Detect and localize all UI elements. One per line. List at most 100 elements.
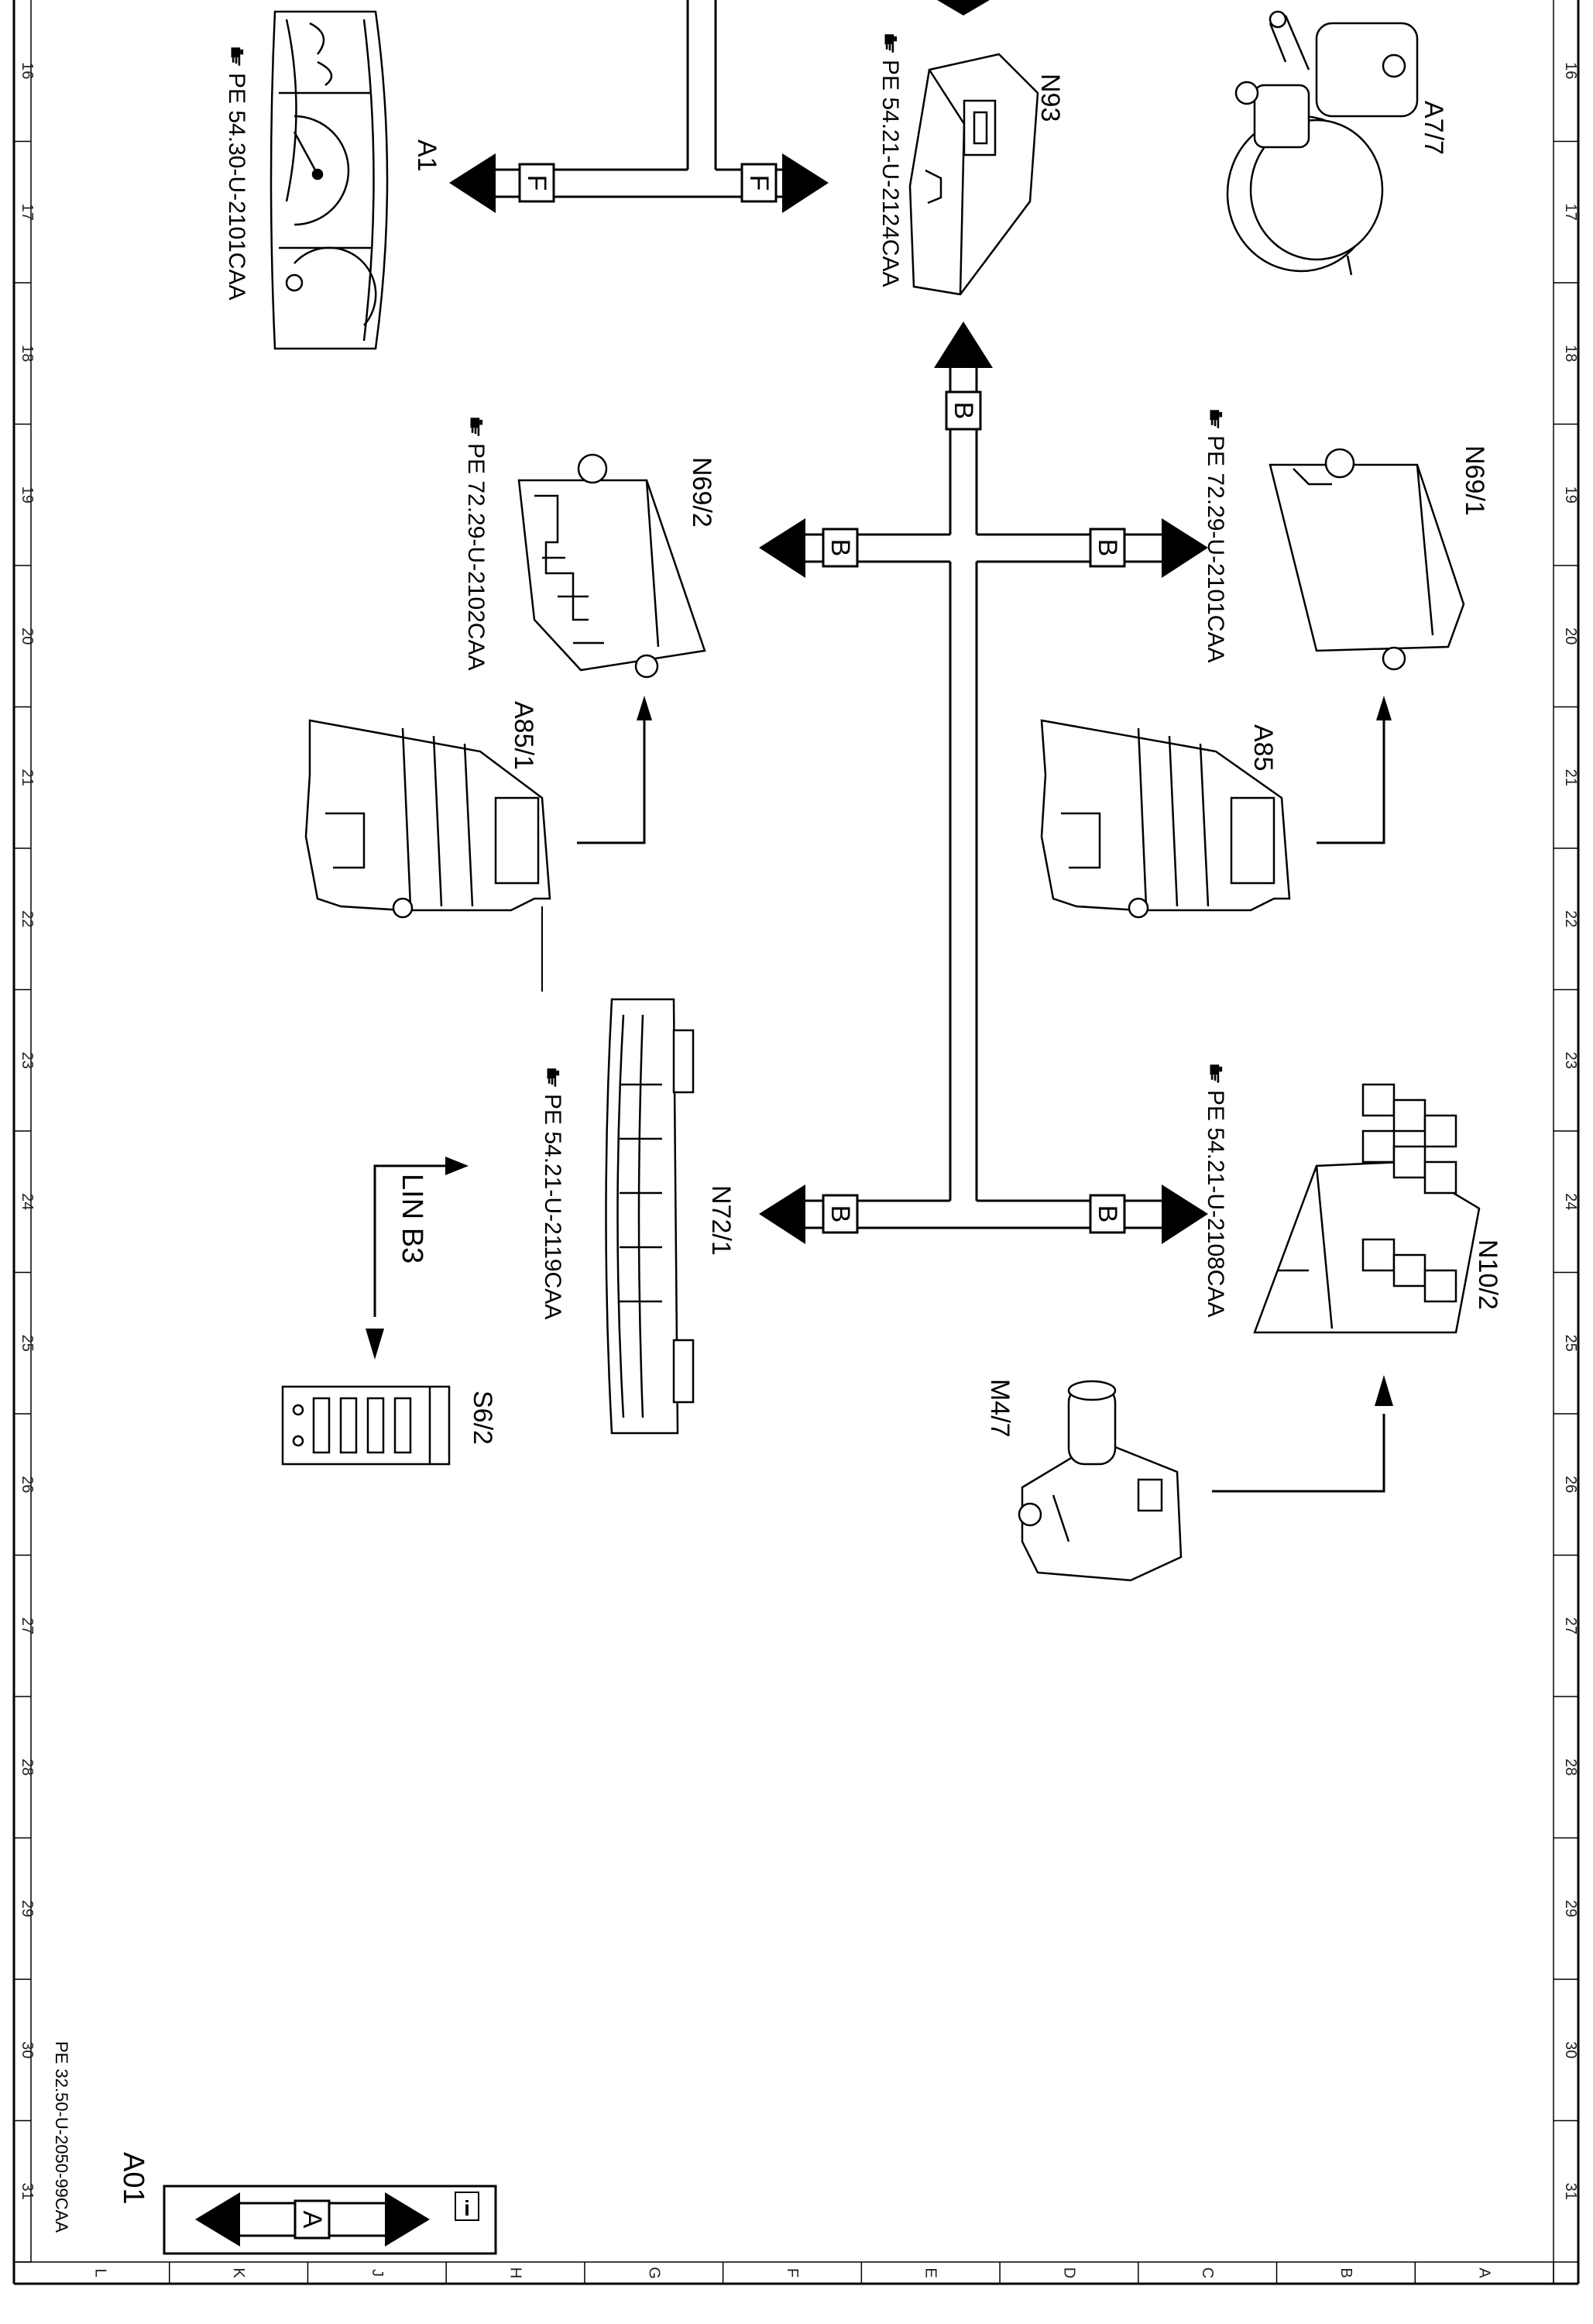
arrow-to-n10-2	[1162, 1184, 1208, 1244]
info-icon-glyph: i	[464, 2196, 470, 2220]
grid-row-label: 29	[1562, 1900, 1579, 1917]
a1-hand-pointer-icon	[231, 47, 244, 66]
component-n69-1-door-module	[1269, 448, 1465, 671]
n69-1-ref: PE 72.29-U-2101CAA	[1203, 410, 1228, 663]
grid-row-label: 16	[1562, 62, 1579, 79]
lin-b3-label: LIN B3	[396, 1174, 428, 1263]
grid-row-label: 22	[1562, 910, 1579, 927]
bus-label-b-n69-1: B	[1093, 539, 1122, 557]
n69-2-id-label: N69/2	[687, 457, 716, 528]
sheet-frame	[12, 0, 1580, 2285]
a1-ref-label: PE 54.30-U-2101CAA	[224, 73, 249, 301]
bus-label-b-n69-2: B	[826, 539, 855, 557]
bus-label-f-a1: F	[522, 175, 551, 191]
grid-row-label: 23	[19, 1052, 36, 1069]
n93-hand-pointer-icon	[884, 34, 898, 53]
legend-id-label: A01	[117, 2152, 149, 2205]
bus-label-b-n10-2: B	[1093, 1205, 1122, 1223]
grid-column-label: J	[369, 2269, 386, 2277]
bus-label-b-trunk: B	[949, 402, 978, 420]
a85-id-label: A85	[1248, 724, 1278, 772]
n69-1-id-label: N69/1	[1460, 445, 1489, 516]
component-a85-actuator	[1040, 719, 1291, 919]
legend-arrow-right	[385, 2192, 430, 2247]
component-n72-1-switch-panel	[605, 998, 695, 1435]
component-a7-7-brake-booster	[1226, 10, 1419, 276]
grid-row-label: 26	[19, 1476, 36, 1493]
grid-row-label: 19	[19, 486, 36, 504]
grid-row-label: 20	[19, 627, 36, 645]
grid-column-label: F	[784, 2268, 801, 2278]
grid-row-label: 23	[1562, 1052, 1579, 1069]
grid-row-label: 26	[1562, 1476, 1579, 1493]
arrow-to-a1	[449, 153, 496, 213]
grid-row-label: 20	[1562, 627, 1579, 645]
n93-ref: PE 54.21-U-2124CAA	[877, 34, 903, 287]
grid-column-label: H	[507, 2267, 524, 2278]
grid-row-label: 18	[1562, 345, 1579, 362]
grid-row-label: 29	[19, 1900, 36, 1917]
arrow-to-n69-2	[759, 518, 805, 578]
n69-2-hand-pointer-icon	[470, 418, 483, 436]
n72-1-hand-pointer-icon	[547, 1068, 560, 1087]
grid-column-label: K	[230, 2267, 247, 2278]
component-a1-instrument-cluster	[270, 10, 389, 350]
a1-id-label: A1	[412, 139, 441, 172]
grid-row-label: 28	[19, 1758, 36, 1776]
arrow-to-n93	[782, 153, 829, 213]
grid-row-label: 24	[19, 1193, 36, 1210]
grid-ticks	[14, 140, 1578, 2284]
grid-row-label: 31	[19, 2183, 36, 2200]
grid-column-label: E	[922, 2267, 939, 2278]
grid-row-label: 16	[19, 62, 36, 79]
bus-arrowheads	[449, 0, 1208, 1244]
s6-2-id-label: S6/2	[468, 1391, 497, 1445]
grid-row-label: 30	[1562, 2041, 1579, 2058]
n10-2-hand-pointer-icon	[1210, 1064, 1223, 1083]
grid-row-label: 21	[19, 769, 36, 786]
arrow-top	[937, 0, 990, 15]
grid-row-label: 27	[1562, 1618, 1579, 1635]
component-a85-1-actuator	[304, 719, 551, 919]
component-s6-2-switch	[281, 1385, 451, 1466]
n69-1-ref-label: PE 72.29-U-2101CAA	[1203, 435, 1228, 663]
grid-row-label: 25	[1562, 1335, 1579, 1352]
n72-1-ref: PE 54.21-U-2119CAA	[540, 1068, 565, 1319]
grid-row-label: 18	[19, 345, 36, 362]
bus-label-b-n72-1: B	[826, 1205, 855, 1223]
component-m4-7-motor	[1018, 1380, 1183, 1582]
grid-row-label: 27	[19, 1618, 36, 1635]
n10-2-ref-label: PE 54.21-U-2108CAA	[1203, 1090, 1228, 1318]
grid-row-label: 17	[19, 204, 36, 221]
legend-arrow-left	[195, 2192, 240, 2247]
document-reference: PE 32.50-U-2050-99CAA	[52, 2041, 71, 2233]
grid-row-label: 31	[1562, 2183, 1579, 2200]
grid-row-label: 17	[1562, 204, 1579, 221]
n69-1-hand-pointer-icon	[1210, 410, 1223, 428]
grid-row-label: 21	[1562, 769, 1579, 786]
n69-2-ref: PE 72.29-U-2102CAA	[463, 418, 489, 671]
n72-1-ref-label: PE 54.21-U-2119CAA	[540, 1094, 565, 1319]
grid-column-label: L	[91, 2268, 108, 2277]
single-line-connections	[373, 713, 1385, 1493]
grid-column-label: A	[1476, 2267, 1493, 2278]
n93-ref-label: PE 54.21-U-2124CAA	[877, 60, 903, 287]
info-icon	[455, 2192, 479, 2221]
grid-row-label: 25	[19, 1335, 36, 1352]
bus-labels: F F B B B B B	[518, 163, 1126, 1234]
grid-row-label: 24	[1562, 1193, 1579, 1210]
arrow-up-n93	[934, 321, 993, 368]
component-n93-module	[908, 53, 1039, 296]
grid-column-label: C	[1199, 2267, 1216, 2278]
component-n10-2-fuse-box	[1253, 1083, 1481, 1334]
m4-7-id-label: M4/7	[985, 1379, 1015, 1438]
grid-row-label: 19	[1562, 486, 1579, 504]
component-n69-2-door-module	[517, 453, 706, 679]
n93-id-label: N93	[1035, 74, 1065, 122]
n10-2-id-label: N10/2	[1473, 1239, 1502, 1310]
grid-column-label: G	[645, 2267, 662, 2279]
bus-label-f-n93: F	[744, 175, 774, 191]
arrow-to-n69-1	[1162, 518, 1208, 578]
a7-7-id-label: A7/7	[1419, 101, 1448, 155]
